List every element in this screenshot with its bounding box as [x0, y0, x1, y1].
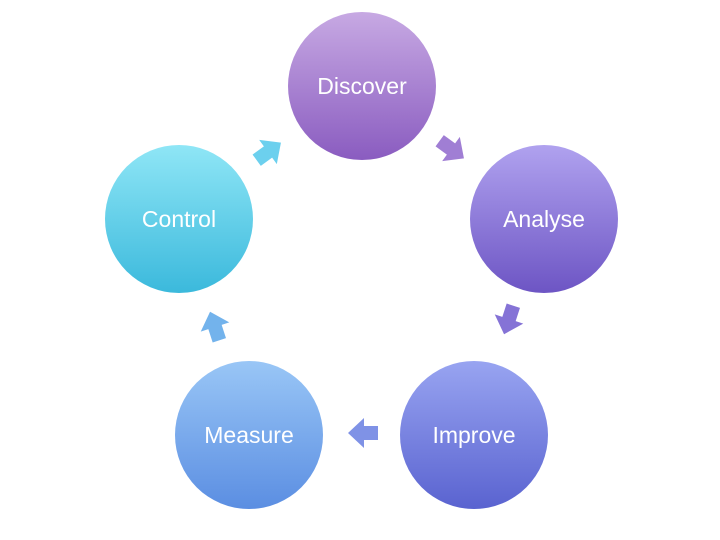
node-measure-label: Measure [204, 422, 293, 448]
arrow-discover-to-analyse [435, 135, 464, 162]
node-improve: Improve [400, 361, 548, 509]
node-analyse-label: Analyse [503, 206, 585, 232]
node-control-circle [105, 145, 253, 293]
arrow-control-to-discover [252, 139, 281, 166]
node-control-label: Control [142, 206, 216, 232]
node-discover-circle [288, 12, 436, 160]
node-control: Control [105, 145, 253, 293]
arrow-measure-to-control [200, 311, 230, 343]
arrow-analyse-to-improve [494, 303, 524, 335]
node-improve-label: Improve [432, 422, 515, 448]
node-analyse-circle [470, 145, 618, 293]
node-measure-circle [175, 361, 323, 509]
node-discover-label: Discover [317, 73, 407, 99]
node-measure: Measure [175, 361, 323, 509]
arrow-improve-to-measure [348, 418, 378, 448]
node-improve-circle [400, 361, 548, 509]
node-analyse: Analyse [470, 145, 618, 293]
node-discover: Discover [288, 12, 436, 160]
